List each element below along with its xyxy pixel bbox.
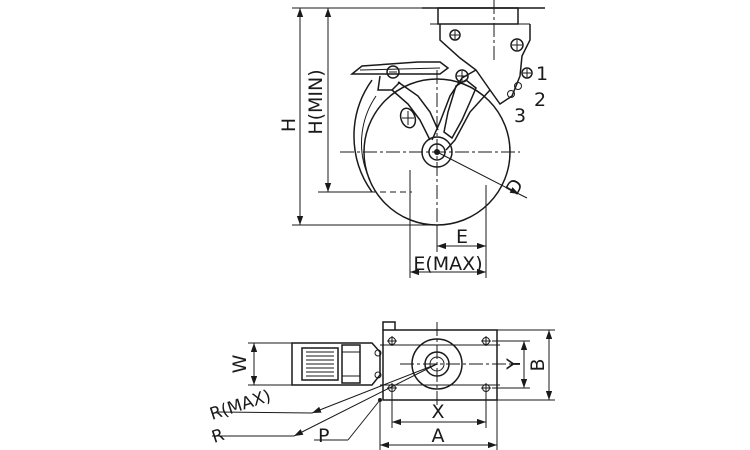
bolt-hole-icon: [481, 383, 491, 393]
brake-pedal-top: [291, 342, 382, 386]
bolt-hole-icon: [481, 336, 491, 346]
dim-label-y: Y: [503, 358, 525, 371]
dim-label-h-min: H(MIN): [305, 69, 327, 134]
dim-label-a: A: [432, 425, 445, 447]
dim-label-w: W: [229, 354, 251, 373]
adjust-hole-2-icon: [514, 82, 522, 90]
fork-bracket: [431, 24, 533, 151]
screw-icon: [510, 38, 524, 52]
dim-label-b: B: [527, 358, 549, 371]
brake-pedal: [349, 61, 450, 141]
dim-label-x: X: [431, 401, 444, 423]
dim-label-h: H: [278, 118, 300, 132]
part-label-3: 3: [514, 105, 526, 127]
wheel: [330, 70, 520, 240]
dim-label-e-max: E(MAX): [413, 253, 482, 275]
adjust-hole-3-icon: [507, 90, 515, 98]
adjust-hole-1-icon: [521, 67, 533, 79]
mounting-plate: [380, 321, 520, 410]
screw-icon: [455, 69, 469, 83]
bolt-hole-icon: [387, 336, 397, 346]
part-label-2: 2: [534, 89, 546, 111]
plan-view: W Y B X A R(MAX) R P: [207, 321, 555, 450]
dim-label-p: P: [318, 425, 329, 447]
dimension-lines: [292, 7, 528, 278]
dim-label-e: E: [456, 226, 468, 248]
side-view: H H(MIN) D E E(MAX) 1 2 3: [278, 0, 548, 278]
part-label-1: 1: [536, 63, 548, 85]
top-plate: [422, 0, 545, 60]
plan-dimension-lines: [212, 329, 555, 450]
dim-label-r-max: R(MAX): [207, 386, 273, 424]
screw-icon: [449, 29, 461, 41]
